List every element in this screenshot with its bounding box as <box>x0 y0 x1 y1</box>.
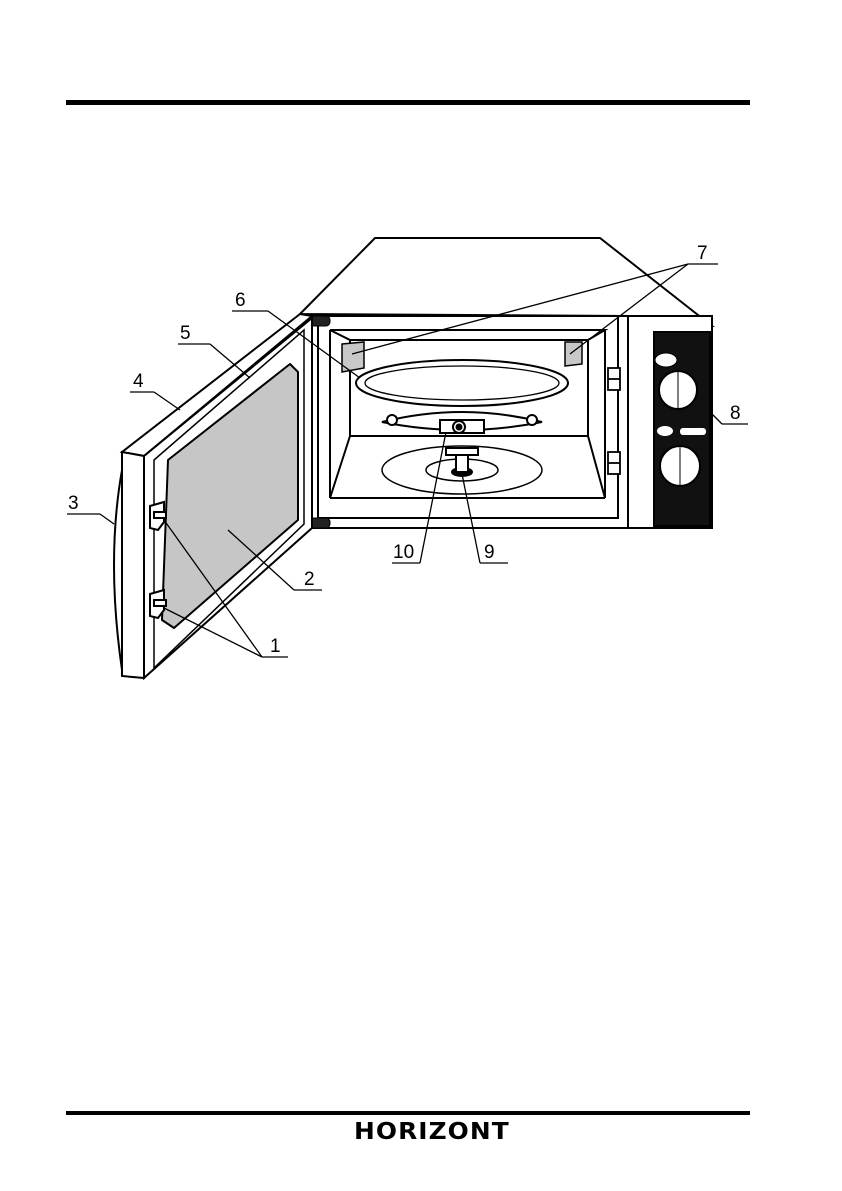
brand-logo: HORIZONT <box>354 1119 540 1145</box>
callout-5: 5 <box>180 323 191 344</box>
callout-4: 4 <box>133 371 144 392</box>
callout-9: 9 <box>484 542 495 563</box>
callout-1: 1 <box>270 636 281 657</box>
callout-8: 8 <box>730 403 741 424</box>
callout-6: 6 <box>235 290 246 311</box>
callout-2: 2 <box>304 569 315 590</box>
control-panel <box>654 332 710 526</box>
callout-7: 7 <box>697 243 708 264</box>
footer-rule <box>66 1111 750 1115</box>
callout-3: 3 <box>68 493 79 514</box>
callout-10: 10 <box>393 542 414 563</box>
